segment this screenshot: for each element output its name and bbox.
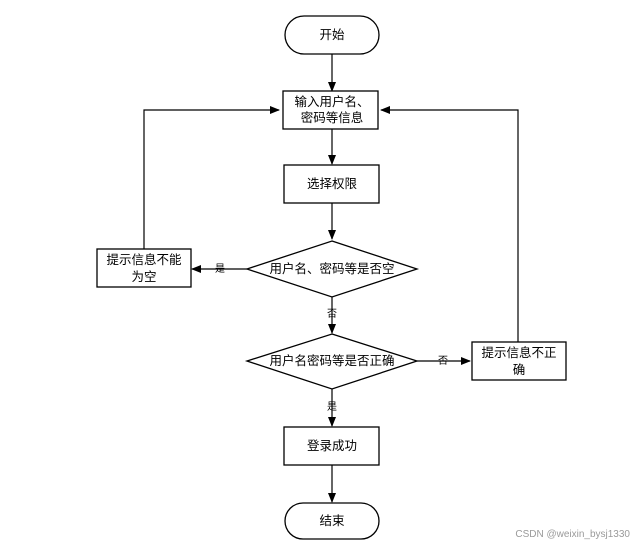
label-no-correct: 否 <box>438 355 448 367</box>
empty-tip-line2: 为空 <box>131 269 156 284</box>
start-terminal: 开始 <box>284 15 380 55</box>
decision-empty-label: 用户名、密码等是否空 <box>269 261 394 276</box>
start-label: 开始 <box>319 27 345 42</box>
label-yes-correct: 是 <box>327 401 337 413</box>
end-label: 结束 <box>319 513 345 528</box>
empty-tip-box: 提示信息不能 为空 <box>96 248 192 288</box>
decision-correct-label: 用户名密码等是否正确 <box>269 353 394 368</box>
decision-correct: 用户名密码等是否正确 <box>244 333 420 390</box>
login-success-box: 登录成功 <box>283 426 380 466</box>
label-no-empty: 否 <box>327 308 337 320</box>
end-terminal: 结束 <box>284 502 380 540</box>
edge-wrong-tip-back-to-input <box>380 106 519 342</box>
decision-empty: 用户名、密码等是否空 <box>244 240 420 298</box>
login-success-label: 登录成功 <box>307 438 357 453</box>
watermark-text: CSDN @weixin_bysj1330 <box>515 529 630 540</box>
connectors <box>143 54 519 503</box>
empty-tip-line1: 提示信息不能 <box>106 252 182 267</box>
input-label-line1: 输入用户名、 <box>294 94 369 109</box>
wrong-tip-line1: 提示信息不正 <box>481 345 556 360</box>
select-role-label: 选择权限 <box>307 176 358 191</box>
wrong-tip-box: 提示信息不正 确 <box>471 341 567 381</box>
label-yes-empty: 是 <box>215 263 225 275</box>
wrong-tip-line2: 确 <box>513 362 526 377</box>
input-credentials-box: 输入用户名、 密码等信息 <box>282 90 379 130</box>
select-role-box: 选择权限 <box>283 164 380 204</box>
edge-empty-tip-back-to-input <box>143 106 280 249</box>
input-label-line2: 密码等信息 <box>301 110 364 125</box>
